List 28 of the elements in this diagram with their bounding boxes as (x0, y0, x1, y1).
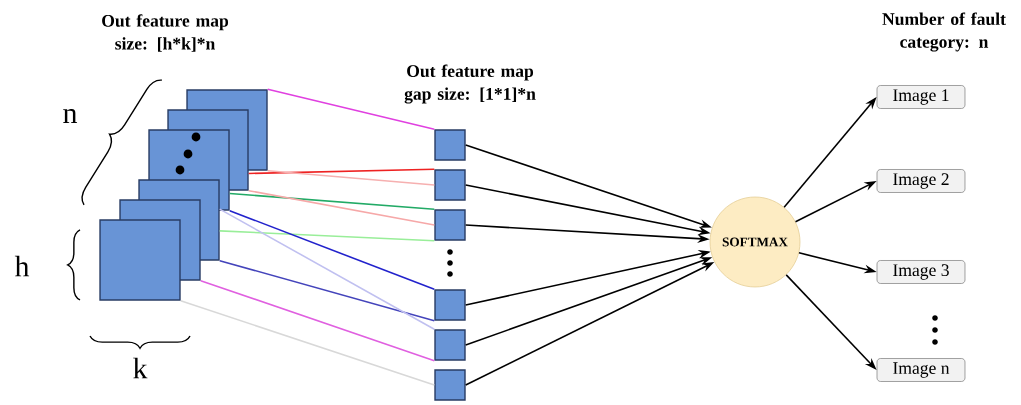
connection-line (228, 209, 436, 291)
dimension-label: h (14, 255, 30, 277)
connection-line (247, 189, 436, 226)
heading-text: Number of fault category: n (882, 12, 1006, 52)
output-box: Image 1 (876, 85, 966, 109)
pooled-square (434, 289, 466, 321)
pooled-square (434, 129, 466, 161)
pooled-square (434, 369, 466, 401)
dimension-label: n (63, 108, 78, 124)
connection-line (218, 259, 436, 322)
connection-line (247, 168, 436, 175)
connection-line (199, 279, 436, 362)
output-box: Image n (876, 358, 966, 382)
heading-text: Out feature map size: [h*k]*n (102, 14, 229, 52)
output-box: Image 3 (876, 260, 966, 284)
connection-line (228, 192, 436, 211)
connection-line (266, 169, 436, 186)
feature-map-square (99, 219, 181, 301)
connection-line (218, 230, 436, 242)
connection-line (218, 208, 436, 331)
output-box: Image 2 (876, 169, 966, 193)
heading-text: Out feature map gap size: [1*1]*n (404, 64, 536, 104)
pooled-square (434, 209, 466, 241)
pooled-square (434, 329, 466, 361)
connection-line (179, 299, 436, 386)
pooled-square (434, 169, 466, 201)
dimension-label: k (133, 357, 148, 379)
connection-line (266, 88, 436, 131)
